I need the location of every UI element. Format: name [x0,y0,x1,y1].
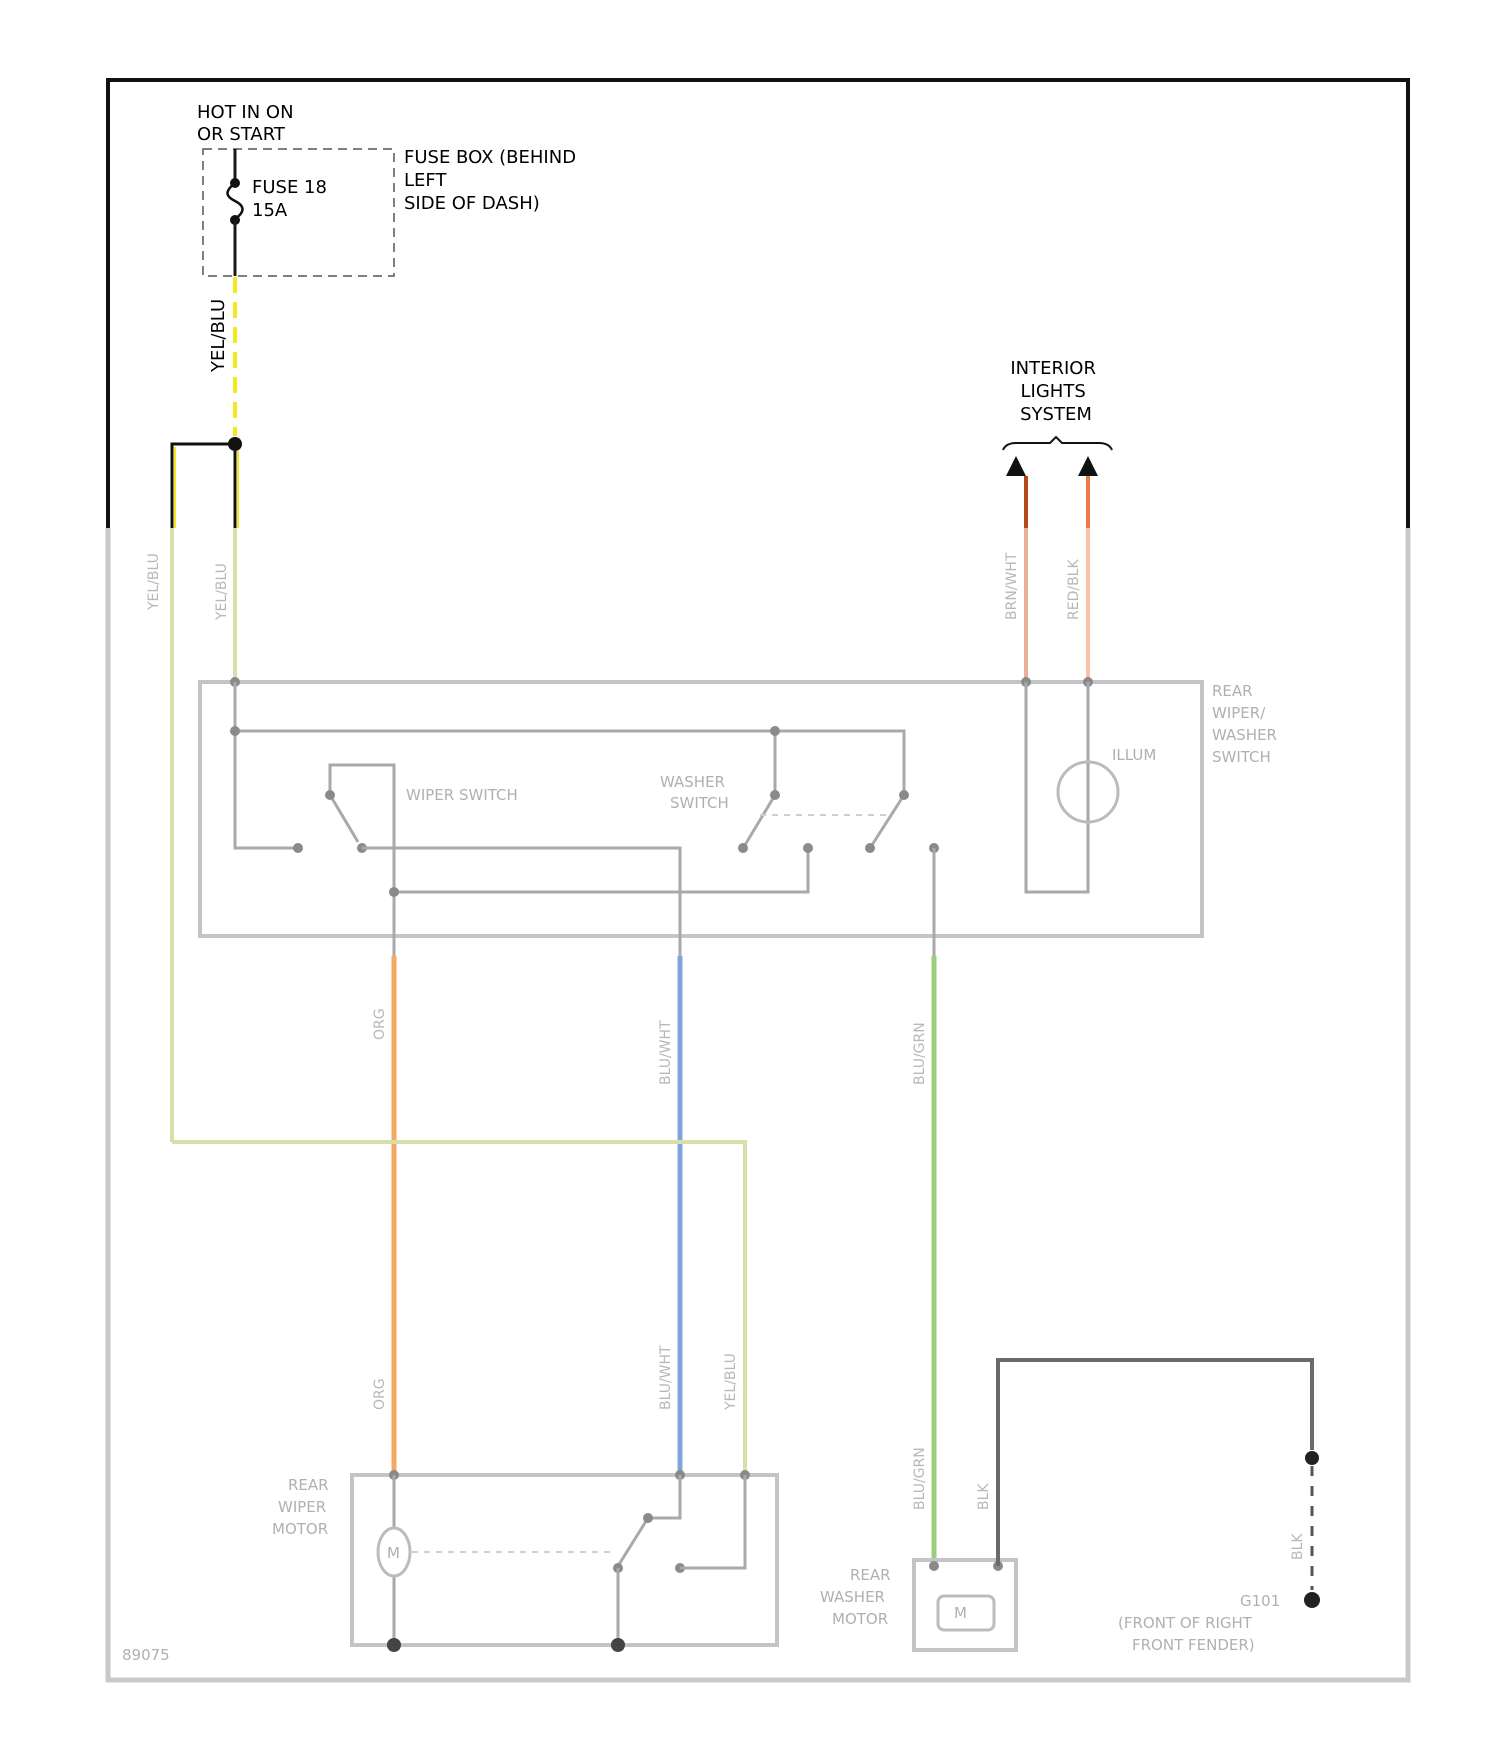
fuse-label: FUSE 18 15A [252,177,333,221]
svg-text:WASHER: WASHER [660,773,725,791]
rear-washer-motor: M REAR WASHER MOTOR [820,1560,1016,1650]
splice-junction [228,437,242,451]
wire-yel-blu-label: YEL/BLU [208,299,229,373]
wire-splice-branch [172,444,228,528]
fuse-box [203,149,394,276]
svg-text:SWITCH: SWITCH [670,794,729,812]
fuse-icon [228,183,243,219]
rear-wiper-washer-switch: WIPER SWITCH WASHER SWITCH ILLUM REAR WI… [200,677,1277,936]
svg-text:RED/BLK: RED/BLK [1066,559,1082,620]
svg-text:(FRONT OF RIGHT: (FRONT OF RIGHT [1118,1614,1253,1632]
svg-text:WIPER/: WIPER/ [1212,704,1266,722]
switch-icon [745,795,775,845]
ground-icon [611,1638,625,1652]
arrow-up-icon [1078,456,1098,476]
svg-text:ILLUM: ILLUM [1112,746,1156,764]
power-source-label: HOT IN ON OR START [197,102,299,145]
svg-text:MOTOR: MOTOR [272,1520,328,1538]
svg-text:WIPER SWITCH: WIPER SWITCH [406,786,518,804]
svg-text:M: M [954,1604,967,1622]
diagram-frame [108,80,1408,1680]
svg-text:BLU/GRN: BLU/GRN [912,1022,928,1085]
svg-text:BLK: BLK [1290,1533,1306,1560]
svg-text:WIPER: WIPER [278,1498,326,1516]
ground-icon [387,1638,401,1652]
svg-text:YEL/BLU: YEL/BLU [723,1353,739,1411]
switch-icon [872,795,904,845]
svg-text:YEL/BLU: YEL/BLU [214,563,230,621]
svg-text:G101: G101 [1240,1592,1280,1610]
svg-text:SWITCH: SWITCH [1212,748,1271,766]
svg-text:MOTOR: MOTOR [832,1610,888,1628]
svg-text:BLU/GRN: BLU/GRN [912,1447,928,1510]
svg-text:BLK: BLK [976,1483,992,1510]
svg-text:FRONT FENDER): FRONT FENDER) [1132,1636,1255,1654]
svg-text:ORG: ORG [372,1008,388,1040]
wire-ground-return [998,1360,1312,1566]
fuse-box-label: FUSE BOX (BEHIND LEFT SIDE OF DASH) [404,147,582,214]
svg-text:BLU/WHT: BLU/WHT [658,1345,674,1410]
svg-text:89075: 89075 [122,1646,170,1664]
svg-text:REAR: REAR [1212,682,1253,700]
svg-text:REAR: REAR [850,1566,891,1584]
wire-yel-blu-faded [172,1142,745,1475]
interior-lights-label: INTERIOR LIGHTS SYSTEM [1010,358,1101,425]
interior-lights-bracket [1003,437,1112,450]
arrow-up-icon [1006,456,1026,476]
switch-icon [618,1518,648,1566]
rear-wiper-motor: M REAR WIPER MOTOR [272,1470,777,1652]
ground-icon [1304,1592,1320,1608]
svg-text:M: M [387,1544,400,1562]
svg-text:BLU/WHT: BLU/WHT [658,1020,674,1085]
svg-text:REAR: REAR [288,1476,329,1494]
switch-icon [330,795,358,842]
svg-text:YEL/BLU: YEL/BLU [146,553,162,611]
svg-text:WASHER: WASHER [820,1588,885,1606]
svg-text:BRN/WHT: BRN/WHT [1004,552,1020,620]
svg-text:WASHER: WASHER [1212,726,1277,744]
svg-text:ORG: ORG [372,1378,388,1410]
